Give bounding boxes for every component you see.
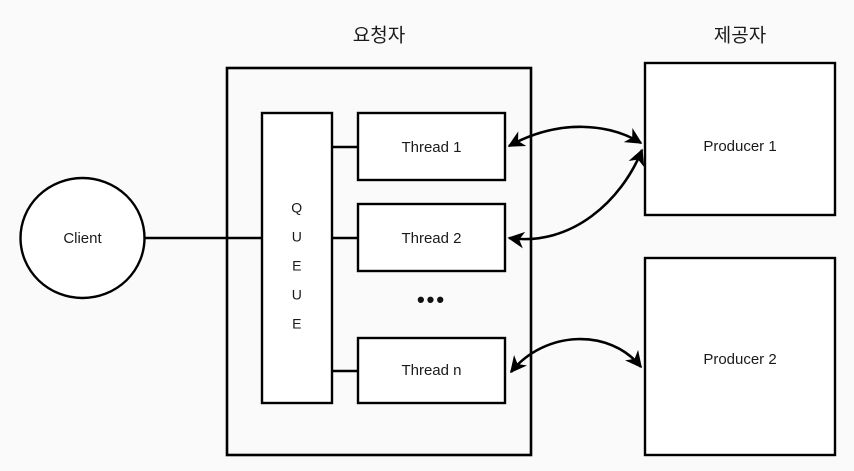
- thread-2-producer-1-arrow: [507, 148, 645, 249]
- client-node[interactable]: [19, 176, 146, 300]
- thread-1-node[interactable]: [356, 111, 507, 182]
- queue-char-1: U: [292, 229, 303, 245]
- thread-2-node[interactable]: [356, 202, 507, 273]
- producer-2-label: Producer 2: [703, 351, 776, 368]
- thread-n-node[interactable]: [356, 336, 507, 405]
- requester-container: [225, 66, 533, 457]
- queue-char-0: Q: [291, 200, 302, 216]
- queue-node[interactable]: [260, 111, 334, 405]
- producer-2-node[interactable]: [643, 256, 837, 457]
- producer-1-node[interactable]: [643, 61, 837, 217]
- requester-group-title: 요청자: [353, 25, 405, 47]
- queue-char-4: E: [292, 316, 302, 332]
- thread-2-label: Thread 2: [401, 230, 461, 247]
- client-label: Client: [63, 230, 102, 247]
- queue-char-2: E: [292, 258, 302, 274]
- producer-1-label: Producer 1: [703, 138, 776, 155]
- thread-ellipsis: •••: [417, 287, 446, 312]
- thread-1-producer-1-arrow: [507, 125, 643, 148]
- provider-group-title: 제공자: [714, 25, 766, 47]
- queue-char-3: U: [292, 287, 303, 303]
- thread-n-producer-2-arrow: [509, 337, 643, 374]
- thread-n-label: Thread n: [401, 362, 461, 379]
- thread-1-label: Thread 1: [401, 139, 461, 156]
